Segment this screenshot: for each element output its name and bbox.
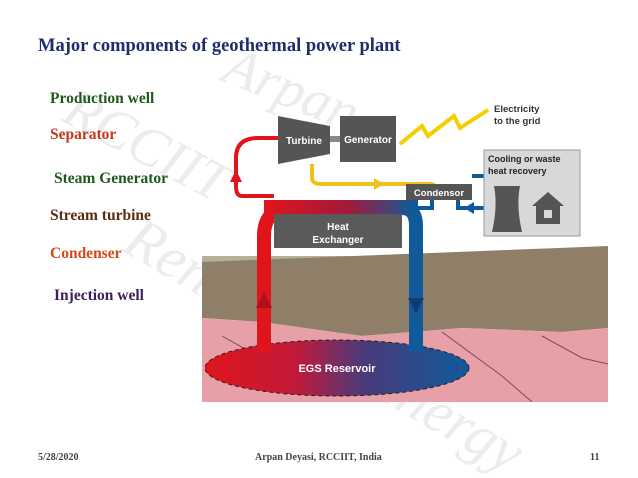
turbine-label: Turbine bbox=[286, 136, 322, 147]
egs-reservoir-label: EGS Reservoir bbox=[298, 363, 376, 375]
generator-label: Generator bbox=[344, 135, 392, 146]
egs-reservoir bbox=[204, 339, 470, 397]
component-separator: Separator bbox=[50, 126, 117, 143]
rock-layer bbox=[202, 246, 608, 336]
footer-author: Arpan Deyasi, RCCIIT, India bbox=[255, 452, 382, 463]
footer-date: 5/28/2020 bbox=[38, 452, 79, 463]
geothermal-plant-diagram: EGS Reservoir Heat Exchanger Turbine Gen… bbox=[202, 104, 608, 402]
shaft bbox=[330, 136, 340, 142]
exhaust-arrow bbox=[374, 178, 384, 190]
generator bbox=[340, 116, 396, 162]
slide-title: Major components of geothermal power pla… bbox=[38, 36, 401, 56]
component-condenser: Condenser bbox=[50, 245, 122, 262]
cooling-tower-icon bbox=[492, 186, 522, 232]
steam-loop bbox=[234, 136, 278, 198]
cooling-line-lower bbox=[456, 200, 484, 210]
production-arrow bbox=[256, 292, 272, 308]
electricity-label-1: Electricity bbox=[494, 104, 540, 115]
heat-exchanger-pipe bbox=[264, 200, 416, 214]
cooling-arrow bbox=[464, 202, 474, 214]
heat-exchanger-label-2: Exchanger bbox=[312, 235, 363, 246]
steam-arrow bbox=[230, 170, 242, 182]
component-steam-generator: Steam Generator bbox=[54, 170, 169, 187]
house-icon bbox=[532, 192, 564, 224]
condensate-arrow bbox=[408, 202, 418, 214]
condensor bbox=[406, 184, 472, 200]
condensor-label: Condensor bbox=[414, 188, 464, 199]
injection-arrow bbox=[408, 298, 424, 314]
footer-page-number: 11 bbox=[590, 452, 600, 463]
cooling-label-1: Cooling or waste bbox=[488, 154, 561, 164]
component-injection-well: Injection well bbox=[54, 287, 144, 304]
turbine bbox=[278, 116, 330, 164]
component-stream-turbine: Stream turbine bbox=[50, 207, 151, 224]
house-window-icon bbox=[544, 210, 552, 218]
lightning-icon bbox=[398, 108, 490, 146]
heat-exchanger-label-1: Heat bbox=[327, 222, 349, 233]
electricity-label-2: to the grid bbox=[494, 116, 541, 127]
cooling-label-2: heat recovery bbox=[488, 166, 547, 176]
component-production-well: Production well bbox=[50, 90, 155, 107]
